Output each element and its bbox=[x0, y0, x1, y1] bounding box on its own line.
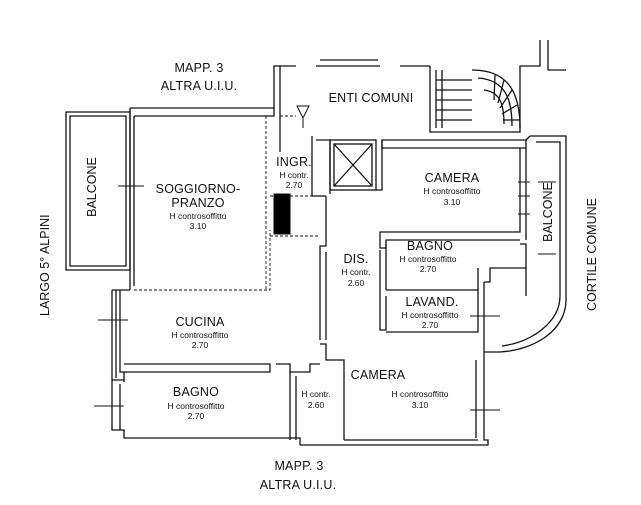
camera-top-height-value: 3.10 bbox=[443, 197, 461, 207]
bagno-right-height-label: H controsoffitto bbox=[399, 254, 457, 264]
camera-top-name: CAMERA bbox=[424, 171, 480, 185]
ingresso-walls bbox=[279, 116, 326, 197]
lavand-name: LAVAND. bbox=[405, 295, 459, 309]
camera-bottom-name: CAMERA bbox=[350, 368, 406, 382]
corridor-height-label: H contr. bbox=[301, 389, 331, 399]
balcone-right-label: BALCONE bbox=[541, 182, 555, 242]
walls bbox=[65, 40, 567, 446]
ingresso-height-value: 2.70 bbox=[285, 180, 303, 190]
neighbor-bottom-line2: ALTRA U.I.U. bbox=[259, 478, 337, 492]
cucina-walls bbox=[112, 289, 130, 378]
cucina-height-value: 2.70 bbox=[191, 340, 209, 350]
bagno-bottom-height-value: 2.70 bbox=[187, 411, 205, 421]
dis-height-label: H contr. bbox=[341, 267, 371, 277]
camera-top-walls bbox=[381, 139, 527, 149]
soggiorno-height-value: 3.10 bbox=[189, 221, 207, 231]
cucina-height-label: H controsoffitto bbox=[171, 330, 229, 340]
soggiorno-top-wall bbox=[130, 107, 275, 117]
soggiorno-name-line2: PRANZO bbox=[171, 196, 225, 210]
bagno-bottom-height-label: H controsoffitto bbox=[167, 401, 225, 411]
neighbor-top-line1: MAPP. 3 bbox=[174, 61, 224, 75]
bagno-bottom-name: BAGNO bbox=[172, 385, 220, 399]
window-marks bbox=[94, 181, 556, 411]
neighbor-bottom-line1: MAPP. 3 bbox=[274, 459, 324, 473]
stair-outline bbox=[429, 40, 541, 133]
dis-name: DIS. bbox=[343, 252, 369, 266]
soggiorno-height-label: H controsoffitto bbox=[169, 211, 227, 221]
dashed-boundaries bbox=[134, 115, 320, 291]
cortile-comune-label: CORTILE COMUNE bbox=[585, 198, 599, 311]
neighbor-top-line2: ALTRA U.I.U. bbox=[160, 79, 238, 93]
cucina-name: CUCINA bbox=[175, 315, 225, 329]
bagno-bottom-walls bbox=[111, 380, 301, 445]
elevator-shaft bbox=[329, 139, 377, 191]
largo-alpini-label: LARGO 5° ALPINI bbox=[38, 214, 52, 316]
soggiorno-name-line1: SOGGIORNO- bbox=[155, 182, 241, 196]
corridor-height-value: 2.60 bbox=[307, 400, 325, 410]
enti-comuni-label: ENTI COMUNI bbox=[328, 91, 414, 105]
bagno-right-height-value: 2.70 bbox=[419, 264, 437, 274]
lavand-height-value: 2.70 bbox=[421, 320, 439, 330]
ingresso-name: INGR. bbox=[276, 155, 312, 169]
ingresso-height-label: H contr. bbox=[279, 170, 309, 180]
camera-top-height-label: H controsoffitto bbox=[423, 186, 481, 196]
dis-height-value: 2.60 bbox=[347, 278, 365, 288]
lavand-height-label: H controsoffitto bbox=[401, 310, 459, 320]
right-balcony-outline bbox=[499, 135, 567, 353]
balcone-left-label: BALCONE bbox=[85, 157, 99, 217]
bagno-right-name: BAGNO bbox=[406, 239, 454, 253]
camera-bottom-height-value: 3.10 bbox=[411, 400, 429, 410]
entrance-arrow-icon bbox=[296, 105, 310, 128]
camera-bottom-height-label: H controsoffitto bbox=[391, 389, 449, 399]
